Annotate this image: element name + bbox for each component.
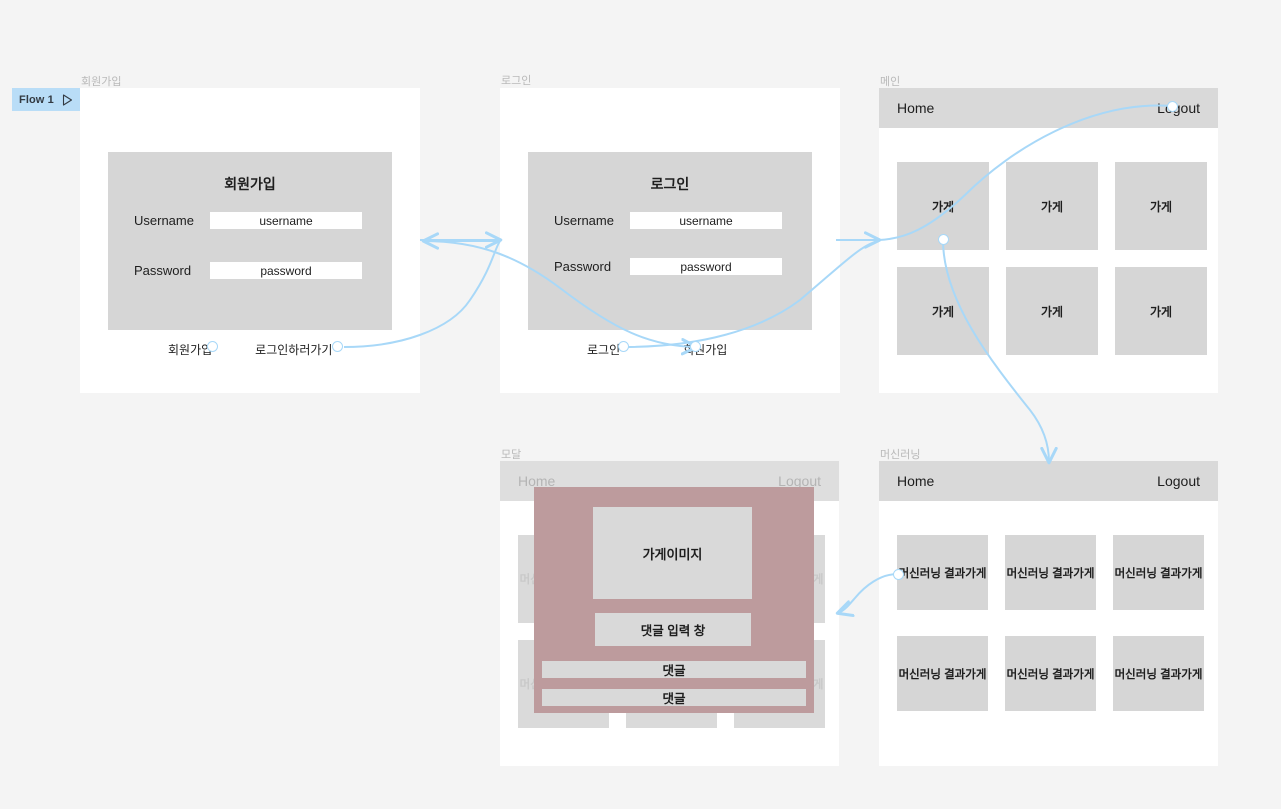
frame-label-login[interactable]: 로그인 xyxy=(501,75,532,87)
main-nav-home[interactable]: Home xyxy=(897,100,935,116)
login-password-label: Password xyxy=(554,259,612,274)
frame-label-ml[interactable]: 머신러닝 xyxy=(880,449,921,461)
modal-nav-logout[interactable]: Logout xyxy=(778,473,821,489)
frame-ml: Home Logout 머신러닝 결과가게 머신러닝 결과가게 머신러닝 결과가… xyxy=(879,461,1218,766)
signup-password-input[interactable]: password xyxy=(210,262,362,279)
ml-result-card[interactable]: 머신러닝 결과가게 xyxy=(1113,535,1204,610)
signup-card: 회원가입 Username username Password password xyxy=(108,152,392,330)
signup-link-row: 회원가입 로그인하러가기 xyxy=(168,341,332,358)
ml-nav-home[interactable]: Home xyxy=(897,473,935,489)
go-to-login-link[interactable]: 로그인하러가기 xyxy=(255,343,333,357)
store-card[interactable]: 가게 xyxy=(1006,267,1098,355)
signup-username-label: Username xyxy=(134,213,194,228)
login-card: 로그인 Username username Password password xyxy=(528,152,812,330)
frame-login: 로그인 Username username Password password … xyxy=(500,88,840,393)
connector-dot-signup-submit[interactable] xyxy=(207,341,218,352)
login-submit-link[interactable]: 로그인 xyxy=(587,343,621,357)
main-nav-logout[interactable]: Logout xyxy=(1157,100,1200,116)
store-card[interactable]: 가게 xyxy=(1115,162,1207,250)
login-link-row: 로그인 회원가입 xyxy=(587,341,727,358)
frame-signup: 회원가입 Username username Password password… xyxy=(80,88,420,393)
comment-item[interactable]: 댓글 xyxy=(542,661,806,678)
connector-dot-main-logout[interactable] xyxy=(1167,101,1178,112)
modal-dialog: 가게이미지 댓글 입력 창 댓글 댓글 xyxy=(534,487,814,713)
signup-username-row: Username username xyxy=(134,212,362,229)
frame-label-main[interactable]: 메인 xyxy=(880,76,901,88)
login-username-input[interactable]: username xyxy=(630,212,782,229)
ml-result-card[interactable]: 머신러닝 결과가게 xyxy=(1005,636,1096,711)
play-triangle-icon[interactable] xyxy=(62,93,73,106)
ml-card-grid: 머신러닝 결과가게 머신러닝 결과가게 머신러닝 결과가게 머신러닝 결과가게 … xyxy=(897,535,1204,711)
signup-password-label: Password xyxy=(134,263,192,278)
signup-submit-link[interactable]: 회원가입 xyxy=(168,343,213,357)
frame-main: Home Logout 가게 가게 가게 가게 가게 가게 xyxy=(879,88,1218,393)
login-password-row: Password password xyxy=(554,258,782,275)
ml-result-card[interactable]: 머신러닝 결과가게 xyxy=(1113,636,1204,711)
connector-dot-main-store-card[interactable] xyxy=(938,234,949,245)
flow-badge-label: Flow 1 xyxy=(19,93,54,106)
ml-navbar: Home Logout xyxy=(879,461,1218,501)
login-username-label: Username xyxy=(554,213,614,228)
store-card[interactable]: 가게 xyxy=(897,267,989,355)
connector-dot-ml-result-card[interactable] xyxy=(893,569,904,580)
comment-input[interactable]: 댓글 입력 창 xyxy=(595,613,751,646)
store-card[interactable]: 가게 xyxy=(1006,162,1098,250)
comment-item[interactable]: 댓글 xyxy=(542,689,806,706)
connector-dot-login-submit[interactable] xyxy=(618,341,629,352)
frame-label-modal[interactable]: 모달 xyxy=(501,449,522,461)
modal-nav-home[interactable]: Home xyxy=(518,473,556,489)
ml-result-card[interactable]: 머신러닝 결과가게 xyxy=(897,636,988,711)
store-image-placeholder: 가게이미지 xyxy=(593,507,752,599)
store-card[interactable]: 가게 xyxy=(1115,267,1207,355)
main-card-grid: 가게 가게 가게 가게 가게 가게 xyxy=(897,162,1207,355)
connector-dot-go-to-signup[interactable] xyxy=(690,341,701,352)
signup-username-input[interactable]: username xyxy=(210,212,362,229)
ml-result-card[interactable]: 머신러닝 결과가게 xyxy=(897,535,988,610)
login-password-input[interactable]: password xyxy=(630,258,782,275)
ml-nav-logout[interactable]: Logout xyxy=(1157,473,1200,489)
login-card-title: 로그인 xyxy=(650,176,690,192)
signup-password-row: Password password xyxy=(134,262,362,279)
signup-card-title: 회원가입 xyxy=(224,176,276,192)
frame-label-signup[interactable]: 회원가입 xyxy=(81,76,122,88)
flow-badge[interactable]: Flow 1 xyxy=(12,88,80,111)
ml-result-card[interactable]: 머신러닝 결과가게 xyxy=(1005,535,1096,610)
connector-dot-go-to-login[interactable] xyxy=(332,341,343,352)
login-username-row: Username username xyxy=(554,212,782,229)
